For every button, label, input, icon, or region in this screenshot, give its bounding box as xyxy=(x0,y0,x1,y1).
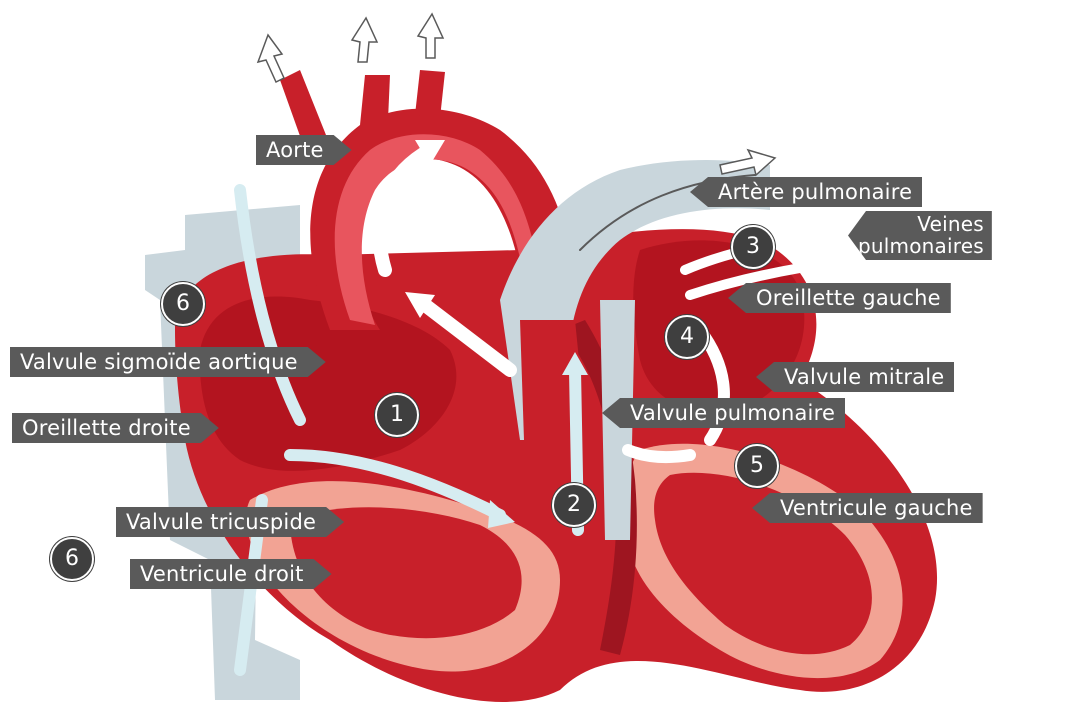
outflow-arrow-left xyxy=(258,35,284,82)
label-veines-line1: Veines xyxy=(858,213,984,235)
label-valvule-sigmoide-aortique: Valvule sigmoïde aortique xyxy=(10,347,326,377)
label-aorte: Aorte xyxy=(256,135,352,165)
label-valvule-tricuspide: Valvule tricuspide xyxy=(116,507,344,537)
label-valvule-mitrale: Valvule mitrale xyxy=(756,362,954,392)
label-artere-pulmonaire: Artère pulmonaire xyxy=(690,177,922,207)
label-veines-pulmonaires: Veines pulmonaires xyxy=(848,211,992,260)
step-6-badge-top: 6 xyxy=(161,282,205,326)
step-2-badge: 2 xyxy=(552,483,596,527)
outflow-arrow-right xyxy=(418,14,443,58)
arrow-lv-loop xyxy=(628,450,690,457)
label-oreillette-droite: Oreillette droite xyxy=(12,413,219,443)
label-ventricule-droit: Ventricule droit xyxy=(130,559,332,589)
carotid-artery xyxy=(360,75,390,125)
step-6-badge-bottom: 6 xyxy=(50,537,94,581)
step-3-badge: 3 xyxy=(731,225,775,269)
step-4-badge: 4 xyxy=(665,315,709,359)
label-valvule-pulmonaire: Valvule pulmonaire xyxy=(602,398,845,428)
label-ventricule-gauche: Ventricule gauche xyxy=(752,493,983,523)
step-5-badge: 5 xyxy=(735,444,779,488)
label-veines-line2: pulmonaires xyxy=(858,235,984,257)
step-1-badge: 1 xyxy=(375,393,419,437)
outflow-arrow-mid xyxy=(352,18,377,62)
label-oreillette-gauche: Oreillette gauche xyxy=(728,283,951,313)
subclavian-artery xyxy=(415,70,445,118)
